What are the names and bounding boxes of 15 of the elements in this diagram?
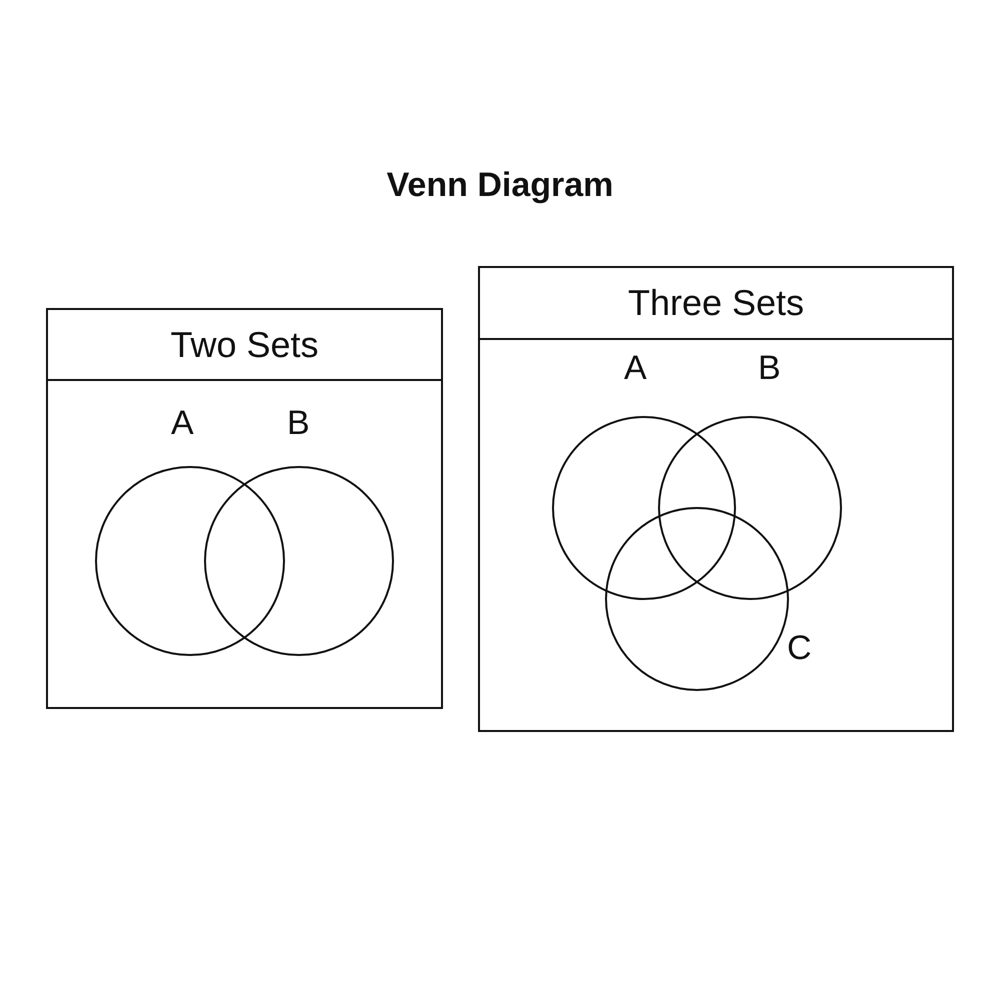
set-circle [552,416,736,600]
set-circle [95,466,285,656]
panel-heading: Two Sets [170,324,319,366]
set-circle [204,466,394,656]
set-label: C [787,631,812,665]
set-label: A [171,406,194,440]
panel-frame [478,266,954,732]
set-label: A [624,351,647,385]
panel-heading: Three Sets [628,282,804,324]
set-label: B [287,406,310,440]
panel-frame [46,308,443,709]
set-circle [605,507,789,691]
diagram-title: Venn Diagram [386,166,614,205]
set-circle [658,416,842,600]
set-label: B [758,351,781,385]
